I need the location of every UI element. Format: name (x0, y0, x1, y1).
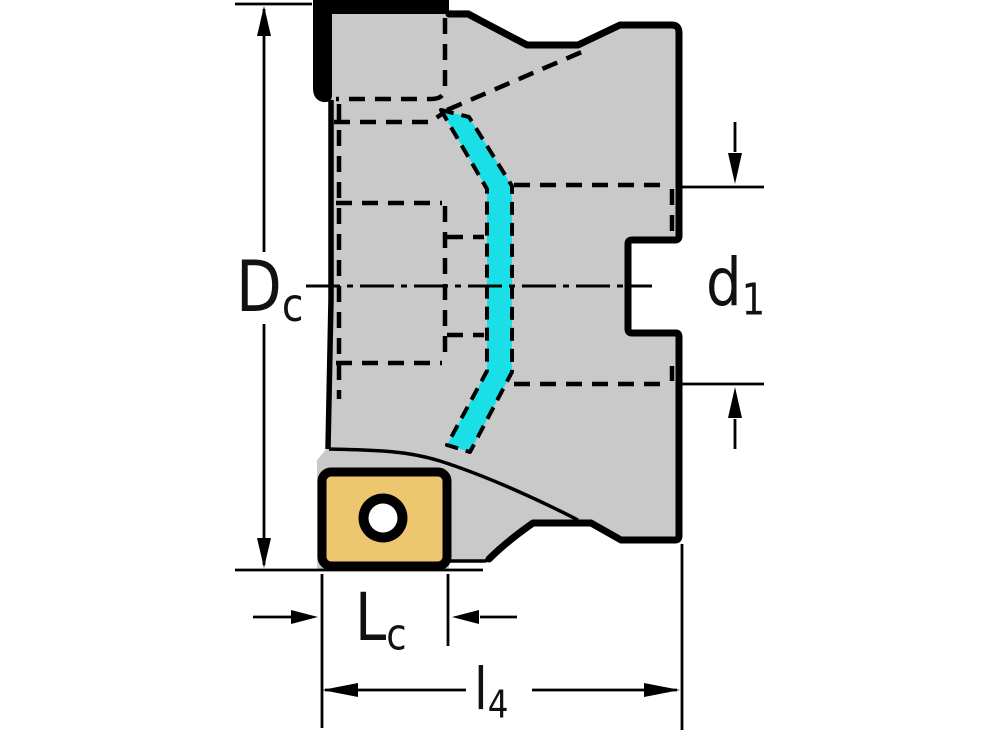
hidden-lines (334, 18, 675, 399)
label-cutting-diameter-sub: c (281, 278, 304, 333)
top-insert-silhouette (313, 0, 449, 103)
hidden-line-flute-top-left (334, 112, 444, 125)
label-projection-length-main: l (474, 655, 488, 723)
label-cutting-edge-length-main: L (355, 579, 387, 656)
cutter-face-curve (328, 447, 579, 522)
chip-flute-highlight (439, 108, 514, 454)
label-connection-diameter: d1 (706, 250, 765, 323)
l4-arrow-left (322, 683, 358, 697)
l4-arrow-right (644, 683, 680, 697)
cutter-body-outline (445, 10, 683, 563)
cutter-body-left-edge (325, 100, 334, 450)
label-projection-length: l4 (474, 660, 508, 725)
dc-arrow-down (257, 538, 271, 568)
label-cutting-edge-length-sub: c (386, 610, 407, 661)
cutter-front-bottom-edge (448, 557, 491, 563)
label-cutting-diameter-main: D (236, 246, 282, 328)
hidden-line-pocket-rect (336, 200, 448, 366)
lc-arrow-left (452, 610, 479, 624)
dc-arrow-up (257, 6, 271, 36)
insert-screw-hole (368, 503, 398, 533)
dimension-arrowheads (257, 6, 742, 697)
d1-arrow-down (728, 153, 742, 184)
label-connection-diameter-sub: 1 (741, 275, 766, 326)
label-cutting-edge-length: Lc (355, 585, 407, 658)
label-cutting-diameter: Dc (236, 252, 303, 328)
lc-arrow-right (291, 610, 318, 624)
hidden-line-od-upper (514, 182, 675, 231)
d1-arrow-up (728, 387, 742, 418)
label-projection-length-sub: 4 (487, 682, 509, 728)
label-connection-diameter-main: d (706, 244, 742, 321)
hidden-line-od-lower (514, 366, 675, 387)
hidden-line-top-pocket (336, 18, 448, 102)
